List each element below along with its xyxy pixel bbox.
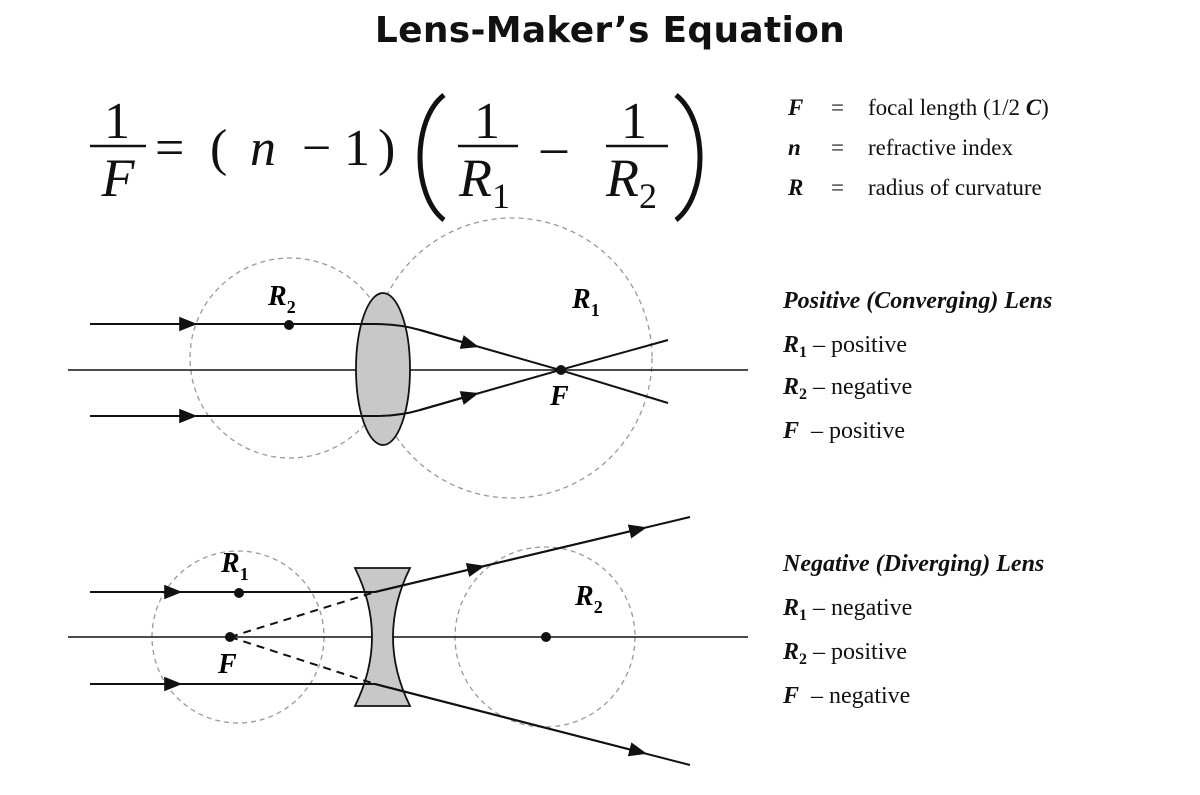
converging-row-symbol: R2 <box>783 374 808 403</box>
converging-row-value: – positive <box>805 418 906 444</box>
equation-open-paren: ( <box>210 120 227 177</box>
equation-big-close-paren <box>674 93 703 222</box>
diverging-r1-label: R1 <box>220 548 249 584</box>
legend-symbol: R <box>788 175 804 200</box>
equation-lhs-denominator: F <box>101 148 136 208</box>
diverging-f-label: F <box>217 649 237 680</box>
converging-ray-upper <box>188 323 669 372</box>
converging-lens-diagram: R2 R1 F <box>68 217 748 499</box>
equation-frac1-numerator: 1 <box>474 93 500 150</box>
diverging-row-f: F – negative <box>783 683 910 710</box>
converging-ray-upper-arrow <box>419 329 479 349</box>
converging-row-r1: R1– positive <box>783 332 907 362</box>
converging-row-symbol: F <box>783 418 800 444</box>
diverging-ray-upper-arrow-2 <box>477 524 648 569</box>
equation-frac2-numerator: 1 <box>621 93 647 150</box>
diverging-ray-upper-arrow-1 <box>374 562 486 593</box>
legend-description: refractive index <box>868 135 1013 160</box>
diverging-row-r2: R2– positive <box>783 639 907 669</box>
lens-maker-equation: 1 F = ( n − 1 ) 1 R1 – 1 R2 <box>90 93 703 222</box>
converging-r2-center-point <box>284 320 294 330</box>
equation-n: n <box>250 120 276 177</box>
legend-symbol: n <box>788 135 801 160</box>
converging-row-r2: R2– negative <box>783 374 912 404</box>
diverging-focal-point <box>225 632 235 642</box>
converging-ray-lower <box>188 368 669 417</box>
diverging-r2-center-point <box>541 632 551 642</box>
legend-description: radius of curvature <box>868 175 1042 200</box>
equation-one: 1 <box>344 120 370 177</box>
diverging-lens-panel: Negative (Diverging) Lens R1– negative R… <box>783 551 1143 721</box>
converging-r1-circle <box>371 217 653 499</box>
diverging-lens <box>353 567 412 707</box>
diverging-r1-center-point <box>234 588 244 598</box>
equation-frac2-denominator: R2 <box>605 148 657 216</box>
legend-description: focal length (1/2 C) <box>868 95 1049 120</box>
page-title: Lens-Maker’s Equation <box>374 10 846 51</box>
diverging-ray-lower-arrow <box>477 709 647 757</box>
diverging-row-value: – positive <box>813 639 908 665</box>
converging-lens-title: Positive (Converging) Lens <box>783 288 1053 314</box>
converging-f-label: F <box>549 381 569 412</box>
legend-symbol: F <box>788 95 804 120</box>
diverging-row-symbol: F <box>783 683 800 709</box>
converging-row-value: – positive <box>813 332 908 358</box>
diverging-ray-lower-seg <box>374 683 479 712</box>
legend-equals: = <box>831 135 844 160</box>
legend-equals: = <box>831 175 844 200</box>
equation-minus: − <box>302 120 331 177</box>
converging-row-value: – negative <box>813 374 913 400</box>
equation-frac-minus: – <box>540 119 568 176</box>
converging-lens <box>355 292 411 446</box>
diverging-row-symbol: R1 <box>783 595 808 624</box>
diverging-lens-title: Negative (Diverging) Lens <box>783 551 1045 577</box>
equation-lhs-numerator: 1 <box>104 93 130 150</box>
diverging-lens-diagram: R1 R2 F <box>68 516 748 766</box>
converging-lens-panel: Positive (Converging) Lens R1– positive … <box>783 288 1143 458</box>
converging-row-symbol: R1 <box>783 332 808 361</box>
equation-equals: = <box>155 120 184 177</box>
diverging-row-value: – negative <box>813 595 913 621</box>
converging-r2-label: R2 <box>267 281 296 317</box>
diverging-virtual-ray-lower <box>229 636 376 685</box>
converging-ray-lower-arrow <box>419 391 479 411</box>
diverging-row-r1: R1– negative <box>783 595 912 625</box>
equation-big-open-paren <box>417 93 446 222</box>
converging-r1-label: R1 <box>571 284 600 320</box>
variable-legend: F = focal length (1/2 C) n = refractive … <box>788 96 1128 206</box>
diverging-r2-label: R2 <box>574 581 603 617</box>
diverging-row-symbol: R2 <box>783 639 808 668</box>
diverging-virtual-ray-upper <box>229 591 376 638</box>
diverging-row-value: – negative <box>805 683 911 709</box>
converging-focal-point <box>556 365 566 375</box>
converging-row-f: F – positive <box>783 418 905 445</box>
equation-frac1-denominator: R1 <box>458 148 510 216</box>
equation-close-paren: ) <box>378 120 395 177</box>
legend-equals: = <box>831 95 844 120</box>
